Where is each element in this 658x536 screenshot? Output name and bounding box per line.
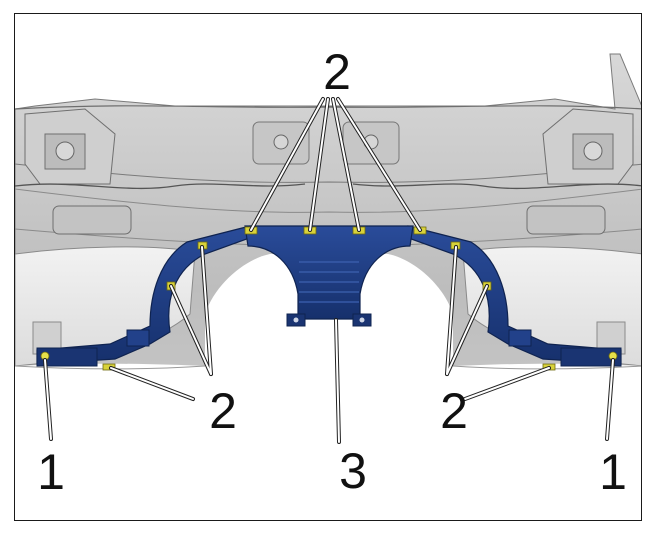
callout-clips-left: 2 [209,383,237,439]
bumper-bracket [36,225,622,367]
callout-clips-top: 2 [323,44,351,100]
diagram-frame: 2 2 2 3 1 1 [14,13,642,521]
callout-clips-right: 2 [440,383,468,439]
leader-lines [43,97,615,444]
callout-bracket: 3 [339,443,367,499]
callout-screw-right: 1 [599,444,627,500]
bumper-bracket-illustration [15,53,641,520]
callout-screw-left: 1 [37,444,65,500]
